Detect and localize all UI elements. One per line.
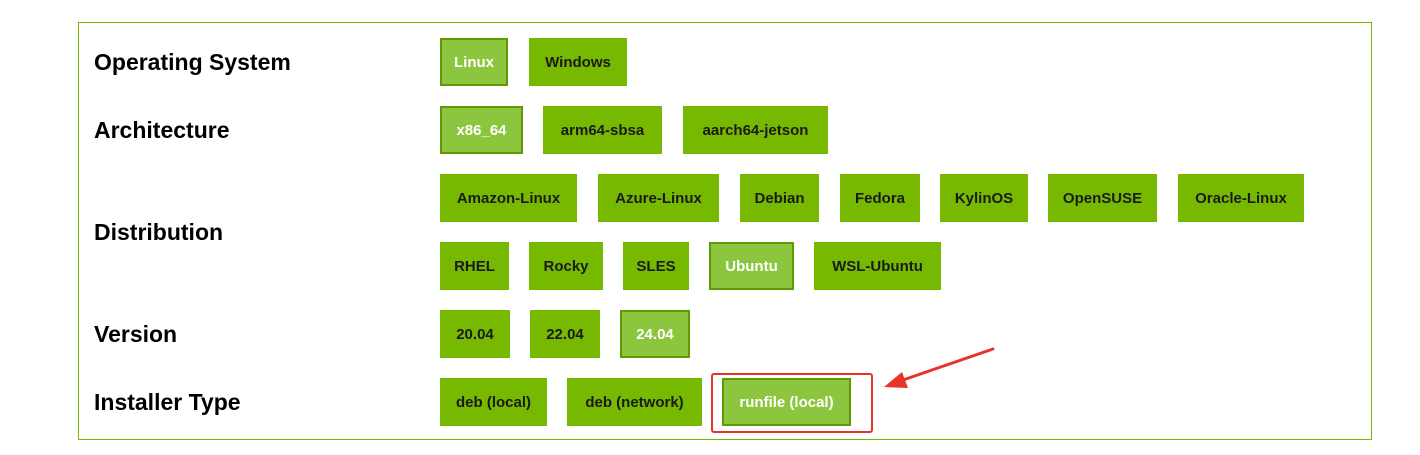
arch-option-aarch64-jetson[interactable]: aarch64-jetson [683,106,828,154]
distro-option-rocky[interactable]: Rocky [529,242,603,290]
os-option-windows[interactable]: Windows [529,38,627,86]
annotation-highlight-box [711,373,873,433]
distro-option-oracle-linux[interactable]: Oracle-Linux [1178,174,1304,222]
arch-option-x86-64[interactable]: x86_64 [440,106,523,154]
label-installer-type: Installer Type [94,389,241,415]
distro-option-opensuse[interactable]: OpenSUSE [1048,174,1157,222]
distro-option-wsl-ubuntu[interactable]: WSL-Ubuntu [814,242,941,290]
installer-option-deb-local[interactable]: deb (local) [440,378,547,426]
installer-option-deb-network[interactable]: deb (network) [567,378,702,426]
label-operating-system: Operating System [94,49,291,75]
label-architecture: Architecture [94,117,230,143]
version-option-24-04[interactable]: 24.04 [620,310,690,358]
version-option-20-04[interactable]: 20.04 [440,310,510,358]
distro-option-rhel[interactable]: RHEL [440,242,509,290]
label-distribution: Distribution [94,219,224,245]
os-option-linux[interactable]: Linux [440,38,508,86]
distro-option-sles[interactable]: SLES [623,242,689,290]
distro-option-amazon-linux[interactable]: Amazon-Linux [440,174,577,222]
download-selector-panel [78,22,1372,440]
distro-option-fedora[interactable]: Fedora [840,174,920,222]
installer-option-runfile-local[interactable]: runfile (local) [722,378,851,426]
version-option-22-04[interactable]: 22.04 [530,310,600,358]
distro-option-debian[interactable]: Debian [740,174,819,222]
distro-option-ubuntu[interactable]: Ubuntu [709,242,794,290]
distro-option-kylinos[interactable]: KylinOS [940,174,1028,222]
distro-option-azure-linux[interactable]: Azure-Linux [598,174,719,222]
arch-option-arm64-sbsa[interactable]: arm64-sbsa [543,106,662,154]
label-version: Version [94,321,178,347]
